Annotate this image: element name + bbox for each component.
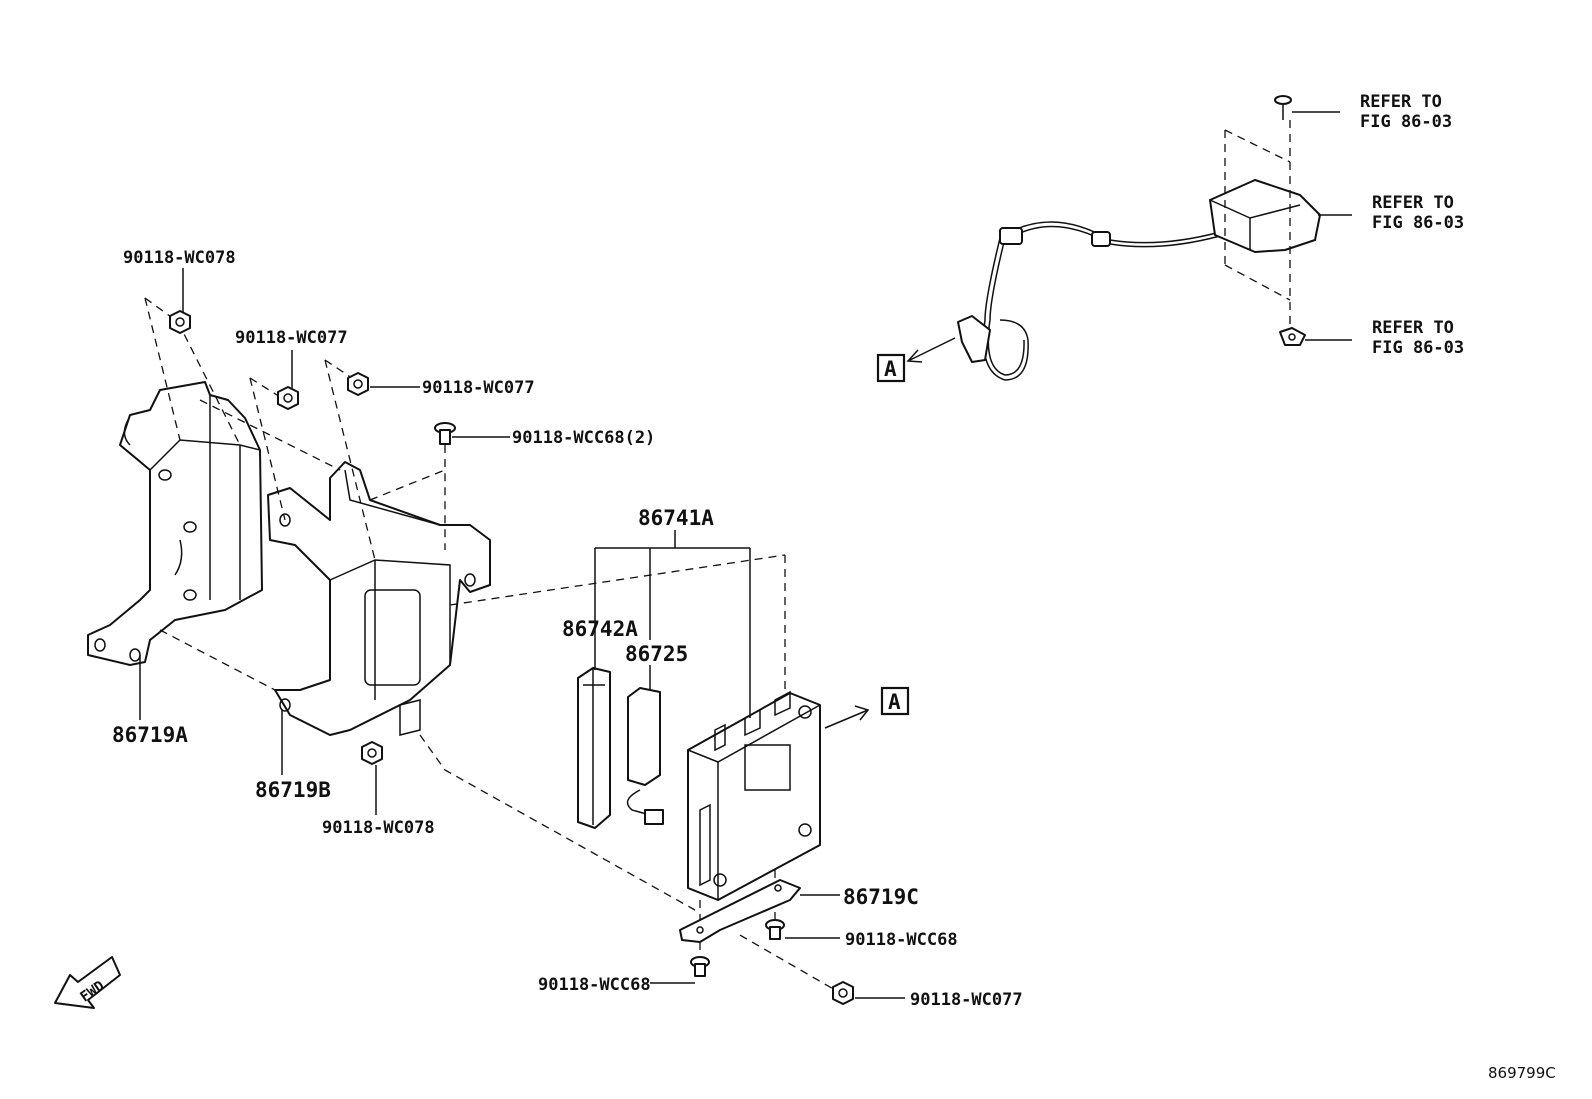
label-refer-2-line2: FIG 86-03 (1372, 213, 1464, 233)
label-86741a: 86741A (638, 506, 714, 530)
plate-86719c[interactable] (679, 879, 801, 943)
label-86719c: 86719C (843, 885, 919, 909)
label-90118-wc077-top-right: 90118-WC077 (422, 378, 535, 398)
arrow-to-a-right (824, 705, 870, 729)
ref-a-top-text: A (884, 357, 897, 381)
label-refer-3-line2: FIG 86-03 (1372, 338, 1464, 358)
nut-90118-wc078-bottom[interactable] (361, 741, 383, 765)
ecu-86741a[interactable] (687, 690, 821, 901)
ref-box-a-right: A (880, 686, 910, 716)
label-86742a: 86742A (562, 617, 638, 641)
label-86725: 86725 (625, 642, 688, 666)
fwd-arrow-icon: FWD (54, 956, 121, 1009)
nut-90118-wc077-bottom[interactable] (832, 981, 854, 1005)
label-90118-wcc68-2: 90118-WCC68(2) (512, 428, 655, 448)
clip-refer-fig[interactable] (1279, 327, 1306, 346)
leader-lines (139, 111, 1352, 999)
label-90118-wc078-bottom: 90118-WC078 (322, 818, 435, 838)
label-90118-wcc68-right: 90118-WCC68 (845, 930, 958, 950)
bolt-90118-wcc68-right[interactable] (765, 919, 785, 940)
alignment-lines-harness (1224, 120, 1291, 330)
module-refer-fig[interactable] (1209, 179, 1321, 253)
bolt-90118-wcc68-2[interactable] (434, 422, 456, 445)
ref-a-right-text: A (888, 690, 901, 714)
label-90118-wcc68-bottom: 90118-WCC68 (538, 975, 651, 995)
label-refer-1-line1: REFER TO (1360, 92, 1442, 112)
cover-86742a[interactable] (577, 667, 611, 829)
label-86719b: 86719B (255, 778, 331, 802)
label-86719a: 86719A (112, 723, 188, 747)
label-refer-3-line1: REFER TO (1372, 318, 1454, 338)
part-86725[interactable] (626, 687, 664, 825)
label-90118-wc078-top: 90118-WC078 (123, 248, 236, 268)
alignment-lines-brackets (144, 297, 836, 991)
arrow-to-a-top (906, 337, 956, 363)
nut-90118-wc078-top[interactable] (169, 310, 191, 334)
bracket-86719b[interactable] (267, 461, 491, 736)
label-refer-2-line1: REFER TO (1372, 193, 1454, 213)
ref-box-a-top: A (876, 353, 906, 383)
drawing-id: 869799C (1488, 1064, 1556, 1082)
bolt-90118-wcc68-bottom[interactable] (690, 956, 710, 977)
bracket-86719a[interactable] (87, 381, 263, 666)
label-refer-1-line2: FIG 86-03 (1360, 112, 1452, 132)
screw-refer-fig[interactable] (1274, 95, 1292, 120)
label-90118-wc077-top-mid: 90118-WC077 (235, 328, 348, 348)
nut-90118-wc077-top-right[interactable] (347, 372, 369, 396)
nut-90118-wc077-top-mid[interactable] (277, 386, 299, 410)
wire-harness[interactable] (957, 221, 1221, 381)
label-90118-wc077-bottom: 90118-WC077 (910, 990, 1023, 1010)
